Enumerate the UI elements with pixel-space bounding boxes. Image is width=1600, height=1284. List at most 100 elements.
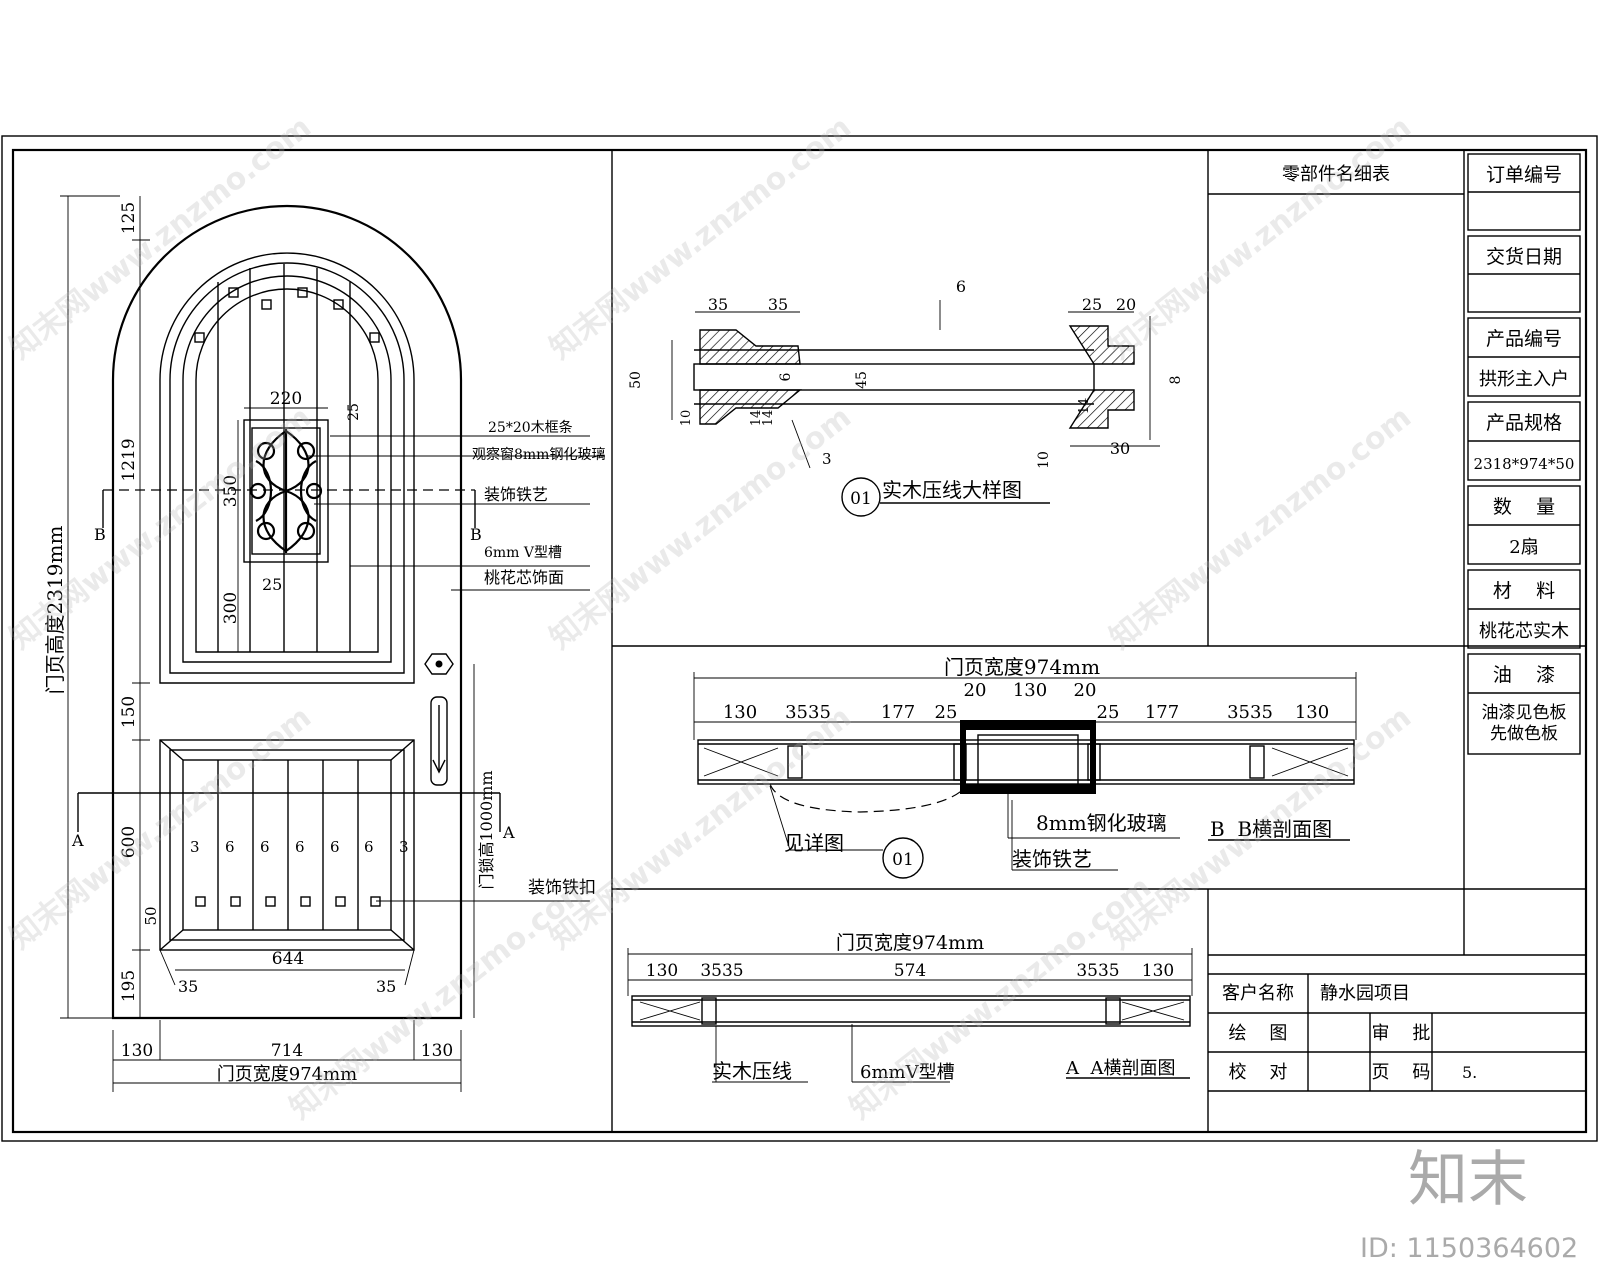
- bb-dim: 3535: [1227, 702, 1273, 723]
- detail-dim-6top: 6: [956, 277, 966, 296]
- groove-label: 6: [330, 838, 340, 856]
- detail-01-molding: 35 35 6 25 20 50 6 45 8 10 14 14 14 3 10…: [628, 277, 1184, 517]
- info-value-product-no: 拱形主入户: [1479, 369, 1569, 390]
- dim-600: 600: [119, 826, 139, 858]
- bb-dim-top: 20: [964, 680, 987, 701]
- brand-logo: 知末: [1408, 1145, 1528, 1215]
- dim-glass-height: 350: [221, 475, 241, 507]
- dim-glass-bottom: 300: [221, 592, 241, 624]
- dim-150: 150: [119, 696, 139, 728]
- brand-id: ID: 1150364602: [1360, 1233, 1578, 1264]
- info-label-material: 材 料: [1493, 580, 1555, 602]
- aa-dim: 130: [1142, 961, 1174, 981]
- info-value-qty: 2扇: [1509, 537, 1538, 558]
- section-mark-a-left: A: [71, 831, 84, 850]
- ironwork-icon: [249, 429, 323, 553]
- info-panel: 订单编号 交货日期 产品编号 拱形主入户 产品规格 2318*974*50 数 …: [1467, 153, 1581, 755]
- aa-molding-label: 实木压线: [712, 1059, 792, 1083]
- detail-dim-45: 45: [854, 371, 870, 389]
- detail-dim-35a: 35: [708, 295, 728, 314]
- bb-see-detail: 见详图: [784, 831, 844, 855]
- aa-width: 门页宽度974mm: [836, 932, 984, 954]
- detail-dim-14a: 14: [749, 410, 764, 427]
- dim-25-bottom: 25: [262, 575, 282, 594]
- rivet-icons-upper: [194, 287, 380, 343]
- bb-dim: 130: [1295, 702, 1329, 723]
- door-outline: [111, 204, 463, 1020]
- lock-icon: [424, 653, 454, 675]
- section-mark-b-right: B: [470, 525, 482, 544]
- detail-dim-50: 50: [628, 371, 644, 389]
- title-client-value: 静水园项目: [1320, 983, 1410, 1004]
- info-label-order: 订单编号: [1486, 164, 1562, 186]
- callout-iron-buckle: 装饰铁扣: [528, 878, 596, 898]
- bb-dim: 177: [1145, 702, 1179, 723]
- groove-label: 6: [260, 838, 270, 856]
- detail-dim-8: 8: [1168, 376, 1184, 385]
- bb-dim-top: 130: [1013, 680, 1047, 701]
- callout-frame-strip: 25*20木框条: [488, 419, 573, 436]
- watermark-text: 知末网www.znzmo.com: [1103, 400, 1418, 657]
- bb-title: B B横剖面图: [1210, 817, 1332, 841]
- bb-dim: 25: [935, 702, 958, 723]
- aa-dim: 3535: [700, 961, 743, 981]
- watermark-text: 知末网www.znzmo.com: [1103, 110, 1418, 367]
- bb-width: 门页宽度974mm: [944, 655, 1100, 679]
- dim-130-left: 130: [121, 1041, 153, 1061]
- inner-frame: [11, 148, 1588, 1134]
- dim-50: 50: [142, 906, 160, 925]
- rivet-icons-lower: [195, 896, 381, 907]
- watermark-text: 知末网www.znzmo.com: [543, 110, 858, 367]
- info-label-paint: 油 漆: [1493, 664, 1555, 686]
- dim-1219: 1219: [119, 438, 139, 481]
- detail-dim-3: 3: [822, 450, 832, 468]
- detail-dim-25: 25: [1082, 295, 1102, 314]
- groove-label: 6: [295, 838, 305, 856]
- detail-title: 实木压线大样图: [882, 478, 1022, 502]
- aa-dim: 130: [646, 961, 678, 981]
- parts-table-title: 零部件名细表: [1282, 164, 1390, 185]
- callout-veneer: 桃花芯饰面: [484, 568, 564, 587]
- groove-label: 6: [364, 838, 374, 856]
- watermark-text: 知末网www.znzmo.com: [543, 400, 858, 657]
- aa-dim: 574: [894, 961, 926, 981]
- title-check-label: 校 对: [1229, 1062, 1288, 1083]
- section-mark-a-right: A: [502, 823, 515, 842]
- detail-dim-35b: 35: [768, 295, 788, 314]
- bb-dim: 3535: [785, 702, 831, 723]
- detail-marker-circle: [841, 477, 881, 517]
- dim-35-right: 35: [376, 977, 396, 996]
- detail-dim-30: 30: [1110, 439, 1130, 458]
- detail-dim-10b: 10: [1036, 451, 1052, 469]
- watermark-text: 知末网www.znzmo.com: [3, 110, 318, 367]
- dim-door-width: 门页宽度974mm: [217, 1064, 358, 1085]
- info-label-spec: 产品规格: [1486, 412, 1562, 434]
- info-value-spec: 2318*974*50: [1474, 455, 1575, 473]
- watermark-text: 知末网www.znzmo.com: [543, 700, 858, 957]
- dim-35-left: 35: [178, 977, 198, 996]
- bb-marker: 01: [892, 850, 914, 870]
- info-value-paint: 油漆见色板先做色板: [1482, 703, 1567, 744]
- section-bb: 门页宽度974mm 01 见详图 8mm钢化玻璃 装饰铁艺 B B横剖面图: [693, 655, 1357, 879]
- info-label-product-no: 产品编号: [1486, 328, 1562, 350]
- dim-lock-height: 门锁高1000mm: [477, 770, 496, 889]
- groove-label: 3: [399, 838, 409, 856]
- dim-glass-width: 220: [270, 389, 302, 409]
- title-page-label: 页 码: [1372, 1062, 1431, 1083]
- dim-top-125: 125: [119, 202, 139, 234]
- dim-644: 644: [272, 949, 304, 969]
- title-client-label: 客户名称: [1222, 983, 1294, 1004]
- info-value-material: 桃花芯实木: [1479, 621, 1569, 642]
- outer-frame: [1, 135, 1598, 1142]
- detail-dim-6mid: 6: [778, 372, 794, 381]
- dim-714: 714: [271, 1041, 303, 1061]
- bb-dim: 130: [723, 702, 757, 723]
- dim-130-right: 130: [421, 1041, 453, 1061]
- title-review-label: 审 批: [1372, 1023, 1431, 1044]
- bb-dim: 25: [1097, 702, 1120, 723]
